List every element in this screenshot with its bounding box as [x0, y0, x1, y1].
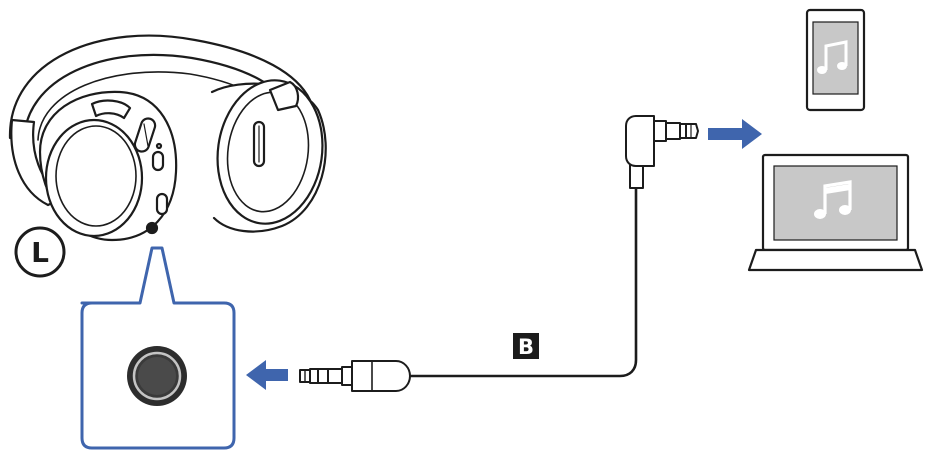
music-note-icon	[817, 40, 848, 74]
left-side-marker-label: L	[31, 236, 49, 269]
angled-plug-icon	[625, 115, 699, 189]
cable-marker-label: B	[518, 335, 534, 359]
laptop-icon	[747, 153, 924, 272]
left-side-marker: L	[14, 226, 66, 278]
headphones-icon	[8, 34, 327, 242]
arrow-to-jack-icon	[246, 360, 288, 390]
arrow-to-devices-icon	[708, 119, 762, 149]
headphone-jack-icon	[127, 346, 187, 406]
music-note-icon	[814, 180, 852, 219]
cable-marker: B	[513, 333, 539, 359]
audio-cable	[410, 188, 638, 378]
straight-plug-icon	[299, 360, 411, 392]
smartphone-icon	[805, 8, 866, 112]
